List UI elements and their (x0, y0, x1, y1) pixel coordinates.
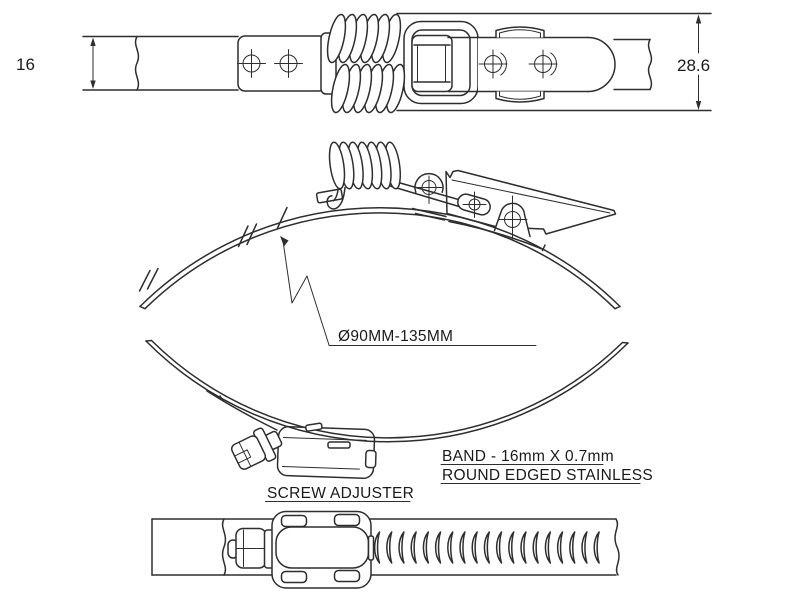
band-exit (367, 535, 375, 561)
band-break-line (221, 518, 227, 576)
arrow-up-icon (90, 37, 96, 46)
band-spec-note: BAND - 16mm X 0.7mm ROUND EDGED STAINLES… (440, 448, 653, 484)
band-tail-edge (206, 390, 278, 431)
adjuster-screw-bottom-view (227, 527, 277, 569)
housing-slot (280, 570, 308, 584)
adjuster-housing-bottom-view (271, 510, 375, 589)
adjuster-screw-head (230, 427, 283, 470)
band-round-cap (587, 36, 616, 93)
annotations: SCREW ADJUSTER BAND - 16mm X 0.7mm ROUND… (265, 448, 653, 502)
top-view: 16 (16, 12, 712, 115)
band-break-line (134, 35, 140, 91)
band-break-line (614, 518, 620, 576)
front-view: Ø90MM-135MM (138, 140, 629, 480)
arrow-up-icon (695, 14, 702, 24)
spring-anchor-tab (315, 184, 346, 210)
band-ring-upper (139, 207, 621, 310)
rivet-hole-crosshair (274, 49, 303, 78)
diameter-range-label: Ø90MM-135MM (338, 328, 453, 345)
leader-arrow-icon (280, 236, 289, 247)
band-overlap-edge (448, 220, 545, 251)
band-spec-line1: BAND - 16mm X 0.7mm (442, 448, 614, 465)
pivot-lug (493, 195, 531, 240)
band-guide-clip-top (495, 26, 545, 39)
band-break-line (647, 38, 653, 91)
housing-slot (333, 513, 361, 527)
screw-adjuster-callout: SCREW ADJUSTER (265, 485, 414, 502)
bottom-view (151, 510, 620, 589)
band-perforations (373, 531, 600, 564)
arrow-down-icon (695, 101, 702, 110)
band-slots (305, 422, 323, 432)
overall-width-value: 28.6 (677, 56, 710, 75)
housing-slot (333, 569, 361, 583)
lever-hole-crosshair (528, 49, 558, 79)
band-tick-marks (138, 206, 288, 292)
rivet-plate (237, 32, 337, 95)
spring-coil-front-view (326, 140, 404, 191)
housing-slot (280, 514, 308, 528)
buckle-slider (411, 34, 453, 93)
link-pin (457, 191, 491, 218)
arrow-down-icon (90, 80, 96, 89)
rivet-hole-crosshair (237, 49, 266, 78)
housing-barrel (275, 526, 370, 569)
band-guide-clip-bottom (495, 90, 545, 103)
leader-line (282, 240, 330, 346)
dimension-band-width: 16 (16, 37, 96, 89)
diameter-callout: Ø90MM-135MM (280, 236, 537, 346)
band-width-value: 16 (16, 55, 35, 74)
lever-hole-crosshair (478, 49, 508, 79)
band-strip-bottom (151, 518, 620, 576)
screw-adjuster-label: SCREW ADJUSTER (267, 485, 414, 502)
band-slot (327, 441, 351, 449)
band-strip-left (82, 35, 239, 91)
dimension-overall-width: 28.6 (677, 14, 710, 110)
band-spec-line2: ROUND EDGED STAINLESS (442, 467, 653, 484)
band-ring-lower (145, 339, 629, 449)
